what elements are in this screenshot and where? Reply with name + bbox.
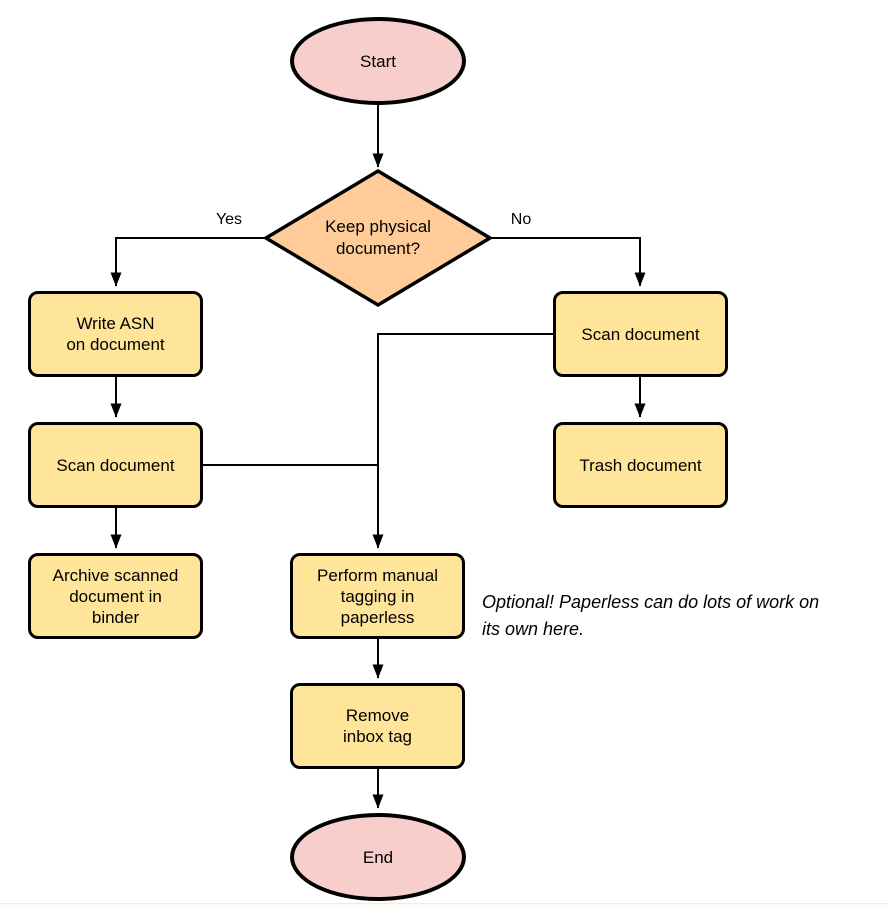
node-write-asn-label: Write ASN on document: [66, 314, 165, 354]
node-decision: Keep physical document?: [266, 171, 490, 305]
node-write-asn: Write ASN on document: [28, 291, 203, 377]
node-remove-inbox-tag: Remove inbox tag: [290, 683, 465, 769]
node-scan-document-left-label: Scan document: [56, 455, 175, 475]
edge-decision-yes: [110, 237, 266, 287]
node-end-label: End: [362, 847, 394, 867]
node-trash-document: Trash document: [553, 422, 728, 508]
node-manual-tagging-label: Perform manual tagging in paperless: [317, 565, 438, 627]
page-bottom-edge: [0, 903, 888, 908]
edge-label-yes: Yes: [215, 211, 243, 228]
node-scan-document-right-label: Scan document: [581, 324, 700, 344]
node-start-label: Start: [360, 51, 396, 71]
edge-label-no: No: [510, 211, 532, 228]
node-decision-label: Keep physical document?: [325, 217, 431, 258]
node-end: End: [290, 813, 466, 901]
node-remove-inbox-tag-label: Remove inbox tag: [343, 706, 412, 746]
node-scan-document-left: Scan document: [28, 422, 203, 508]
node-archive-binder-label: Archive scanned document in binder: [52, 565, 179, 627]
edge-decision-no: [490, 237, 646, 287]
optional-note: Optional! Paperless can do lots of work …: [482, 592, 820, 639]
edge-scanright-to-tagging: [372, 333, 553, 549]
node-archive-binder: Archive scanned document in binder: [28, 553, 203, 639]
node-scan-document-right: Scan document: [553, 291, 728, 377]
node-start: Start: [290, 17, 466, 105]
decision-diamond-shape: [262, 168, 494, 308]
node-manual-tagging: Perform manual tagging in paperless: [290, 553, 465, 639]
node-trash-document-label: Trash document: [579, 455, 702, 475]
